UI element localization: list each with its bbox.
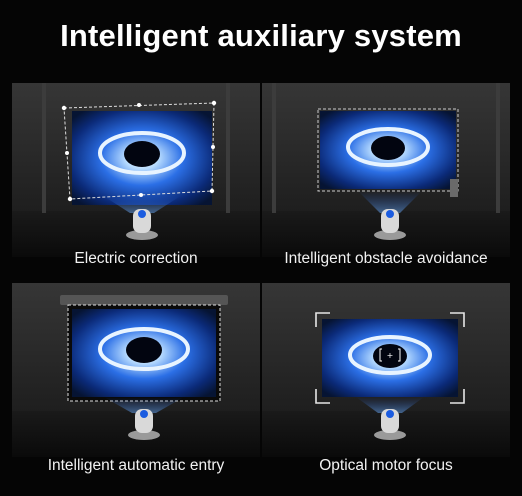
electric-correction-caption: Electric correction	[74, 250, 198, 267]
automatic-entry-image	[12, 283, 260, 457]
page-title: Intelligent auxiliary system	[60, 18, 462, 53]
obstacle-avoidance-image	[262, 83, 510, 257]
svg-text:+: +	[387, 351, 394, 360]
electric-correction-image	[12, 83, 260, 257]
optical-focus-caption: Optical motor focus	[319, 457, 453, 474]
optical-focus-image: +	[262, 283, 510, 457]
obstacle-avoidance-caption: Intelligent obstacle avoidance	[284, 250, 488, 267]
automatic-entry-caption: Intelligent automatic entry	[47, 457, 225, 474]
